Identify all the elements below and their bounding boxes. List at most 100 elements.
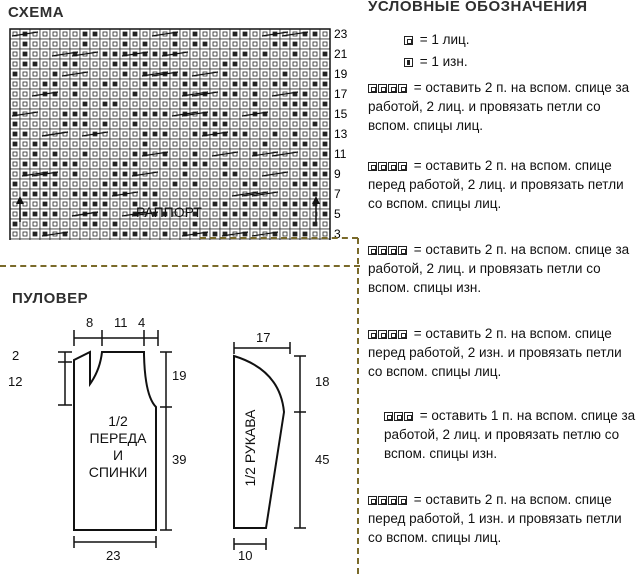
purl-symbol <box>72 61 78 67</box>
knit-symbol <box>272 51 278 57</box>
knit-symbol <box>152 231 158 237</box>
knit-symbol <box>182 201 188 207</box>
knit-symbol <box>72 41 78 47</box>
row-number: 11 <box>334 147 347 161</box>
knit-symbol <box>202 141 208 147</box>
knit-symbol <box>322 181 328 187</box>
purl-symbol <box>192 31 198 37</box>
chart-cell <box>169 218 181 230</box>
legend-text: = оставить 2 п. на вспом. спице за работ… <box>368 242 630 295</box>
knit-symbol <box>122 131 128 137</box>
purl-symbol <box>282 201 288 207</box>
legend-item: = оставить 2 п. на вспом. спице перед ра… <box>368 156 638 213</box>
chart-cell <box>169 88 181 100</box>
purl-symbol <box>132 151 138 157</box>
knit-symbol <box>172 231 178 237</box>
knit-symbol <box>42 101 48 107</box>
purl-symbol <box>322 211 328 217</box>
knit-symbol <box>252 31 258 37</box>
purl-symbol <box>102 101 108 107</box>
purl-symbol <box>32 141 38 147</box>
knit-symbol <box>162 101 168 107</box>
knit-symbol <box>32 41 38 47</box>
chart-cell <box>119 98 131 110</box>
chart-cell <box>269 238 281 240</box>
chart-cell <box>69 198 81 210</box>
chart-cell <box>99 218 111 230</box>
purl-symbol <box>232 211 238 217</box>
knit-symbol <box>302 61 308 67</box>
knit-symbol <box>282 111 288 117</box>
chart-cell <box>29 28 41 40</box>
cable-line <box>141 71 169 77</box>
knit-symbol <box>212 211 218 217</box>
knit-symbol <box>192 61 198 67</box>
purl-symbol <box>322 151 328 157</box>
knit-symbol <box>272 121 278 127</box>
knit-symbol <box>212 221 218 227</box>
knit-symbol <box>192 191 198 197</box>
chart-cell <box>159 168 171 180</box>
knit-symbol <box>32 121 38 127</box>
knit-symbol <box>182 151 188 157</box>
knit-symbol <box>312 231 318 237</box>
chart-cell <box>309 48 321 60</box>
purl-symbol <box>252 221 258 227</box>
front-dim-left-a: 2 <box>12 348 20 363</box>
chart-cell <box>9 228 21 240</box>
chart-cell <box>59 208 71 220</box>
purl-symbol <box>272 211 278 217</box>
front-dim-top-a: 8 <box>86 315 94 330</box>
legend-item: = оставить 1 п. на вспом. спице за работ… <box>384 406 640 463</box>
knit-symbol <box>262 71 268 77</box>
purl-symbol <box>312 171 318 177</box>
front-dim-left-b: 12 <box>8 374 23 389</box>
chart-cell <box>179 118 191 130</box>
row-number: 23 <box>334 27 348 41</box>
chart-cell <box>229 98 241 110</box>
chart-cell <box>69 228 81 240</box>
purl-symbol <box>292 231 298 237</box>
purl-symbol <box>22 191 28 197</box>
purl-symbol <box>132 61 138 67</box>
knit-symbol <box>12 41 18 47</box>
chart-cell <box>209 238 221 240</box>
chart-cell <box>59 218 71 230</box>
chart-cell <box>169 238 181 240</box>
cable-line <box>251 151 279 157</box>
knit-symbol <box>72 131 78 137</box>
cable-line <box>51 51 79 57</box>
front-outline <box>73 350 157 531</box>
knit-symbol <box>62 221 68 227</box>
knit-symbol <box>222 141 228 147</box>
knit-symbol <box>232 71 238 77</box>
knit-symbol <box>92 231 98 237</box>
purl-symbol <box>282 41 288 47</box>
knit-symbol <box>322 91 328 97</box>
knit-symbol <box>202 201 208 207</box>
knit-symbol <box>102 151 108 157</box>
chart-cell <box>279 28 291 40</box>
knit-symbol <box>162 121 168 127</box>
chart-cell <box>319 158 331 170</box>
purl-symbol <box>242 51 248 57</box>
purl-symbol <box>32 231 38 237</box>
cable-line <box>71 51 99 57</box>
chart-cell <box>19 118 31 130</box>
knit-symbol <box>302 51 308 57</box>
chart-cell <box>239 58 251 70</box>
purl-symbol <box>112 61 118 67</box>
knit-symbol <box>322 31 328 37</box>
knit-symbol <box>302 81 308 87</box>
purl-symbol <box>182 101 188 107</box>
purl-symbol <box>122 61 128 67</box>
knit-symbol <box>92 41 98 47</box>
knit-symbol <box>12 191 18 197</box>
front-label-line2: ПЕРЕДА <box>89 430 147 446</box>
knit-symbol <box>172 211 178 217</box>
knit-symbol <box>182 41 188 47</box>
chart-cell <box>219 48 231 60</box>
knit-symbol <box>252 71 258 77</box>
chart-cell <box>119 88 131 100</box>
purl-symbol <box>182 161 188 167</box>
